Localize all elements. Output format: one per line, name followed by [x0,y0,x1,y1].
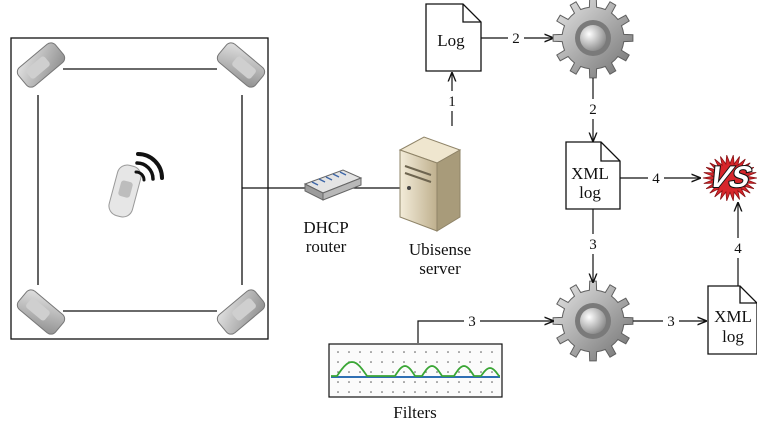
arrow-label-2-top: 2 [512,31,520,47]
arrow-label-3-filters: 3 [468,314,476,330]
ubisense-server-label-line1: Ubisense [408,240,472,259]
wireless-signal-icon [134,152,164,182]
log-document-icon: Log [425,3,482,72]
ubisense-tag-icon [108,164,142,218]
filters-chart-icon [328,343,503,398]
xml-log-top-line2: log [579,183,601,202]
xml-log-document-icon-top: XML log [565,141,621,210]
vs-logo: VS [702,155,757,201]
ubisense-server-label: Ubisense server [398,240,482,278]
gear-icon-bottom [552,280,634,362]
dhcp-router-label: DHCP router [291,218,361,256]
xml-log-bottom-line1: XML [714,307,752,326]
room-outer-border [10,37,269,340]
arrow-label-1: 1 [448,94,456,110]
arrow-label-3-right: 3 [667,314,675,330]
sensor-top-left [16,42,66,88]
filters-label: Filters [393,403,437,422]
ubisense-server-label-line2: server [419,259,461,278]
arrow-filters-to-gear [417,321,553,343]
dhcp-router-label-line2: router [305,237,347,256]
log-document-label: Log [437,31,465,50]
xml-log-top-line1: XML [571,164,609,183]
sensor-bottom-left [16,289,66,335]
arrow-label-3-vertical: 3 [589,237,597,253]
xml-log-document-icon-bottom: XML log [707,285,757,355]
sensor-bottom-right [216,289,266,335]
arrow-label-4-horizontal: 4 [652,171,660,187]
xml-log-bottom-line2: log [722,327,744,346]
arrow-label-4-vertical: 4 [734,241,742,257]
arrow-label-2-vertical: 2 [589,102,597,118]
room-area [10,37,269,340]
dhcp-router-label-line1: DHCP [303,218,349,237]
vs-logo-text: VS [706,160,754,193]
sensor-top-right [216,42,266,88]
gear-icon-top [552,0,634,79]
server-icon [398,136,462,232]
router-icon [303,169,363,201]
